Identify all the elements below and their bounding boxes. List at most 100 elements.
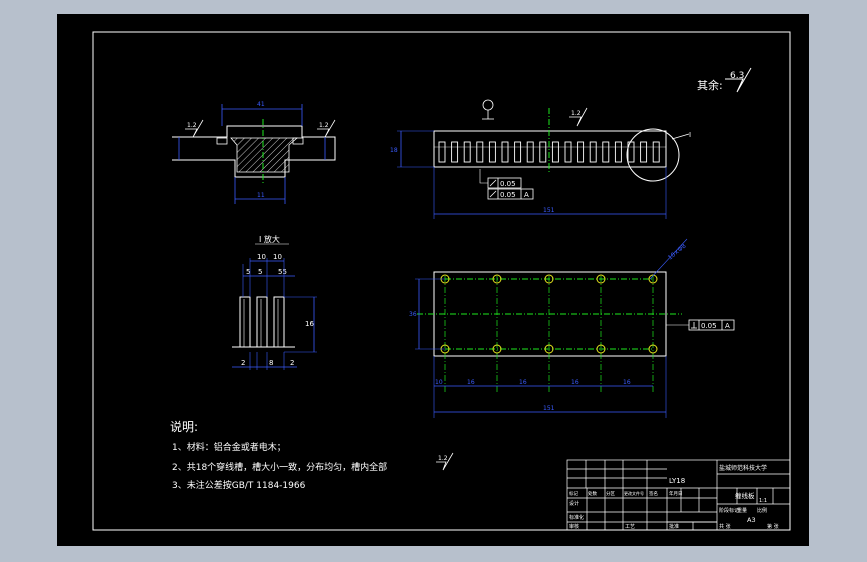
detail-dim-a: 10: [257, 253, 266, 261]
front-outline: [433, 130, 667, 168]
rough-right-value: 1.2: [319, 122, 329, 129]
tb-row-label-5: 年月日: [669, 490, 683, 497]
front-slot: [501, 141, 509, 163]
detail-dim-b: 10: [273, 253, 282, 261]
tb-scale: 1:1: [759, 498, 767, 504]
notes-item-1: 1、材料：铝合金或者电木；: [172, 443, 286, 453]
mounting-hole-icon: [648, 274, 658, 284]
front-slot: [539, 141, 547, 163]
tb-row-label-2: 分区: [606, 490, 615, 497]
notes-item-2: 2、共18个穿线槽，槽大小一致，分布均匀，槽内全部: [172, 463, 388, 473]
roughness-label: 其余:: [697, 78, 723, 92]
front-rough-icon: [569, 107, 588, 127]
roughness-symbol-icon: [725, 67, 752, 93]
top-datum: A: [725, 322, 730, 330]
front-slot: [589, 141, 597, 163]
mounting-hole-icon: [544, 274, 554, 284]
detail-dim-g: 8: [269, 359, 273, 367]
detail-dim-e: 55: [278, 268, 287, 276]
title-block: [566, 459, 791, 531]
rough-left-icon: [185, 119, 204, 138]
tb-weight: 重量: [737, 507, 747, 514]
mounting-hole-icon: [492, 274, 502, 284]
top-dim-seg: 16: [467, 379, 475, 386]
tol-leader: [479, 169, 488, 184]
rough-right-icon: [317, 119, 336, 138]
tb-role-2: 审核: [569, 523, 579, 530]
cad-drawing: 其余: 6.3 41 11 1.2 1.2: [92, 31, 791, 531]
top-dim-first: 10: [435, 379, 443, 386]
front-slot: [602, 141, 610, 163]
roughness-value: 6.3: [730, 71, 744, 81]
detail-circle: [626, 128, 680, 182]
detail-fin-3: [273, 296, 285, 348]
detail-dim-f: 2: [241, 359, 245, 367]
front-slot: [476, 141, 484, 163]
tb-misc-1: 第 张: [767, 523, 779, 530]
top-dim-length: 151: [543, 405, 555, 412]
detail-dim-h: 2: [290, 359, 294, 367]
rough-left-value: 1.2: [187, 122, 197, 129]
drawing-sheet: 其余: 6.3 41 11 1.2 1.2: [57, 14, 809, 546]
front-slot: [438, 141, 446, 163]
tb-scale-label: 比例: [757, 507, 767, 514]
detail-view: I 放大 10 10 5 5 55 16 2 8 2: [232, 234, 317, 370]
top-holes: [440, 274, 658, 392]
top-dim-seg: 16: [519, 379, 527, 386]
detail-dim-d: 5: [258, 268, 262, 276]
top-dim-width: 36: [409, 311, 417, 318]
notes-rough-icon: [436, 452, 454, 471]
detail-leader: [671, 133, 690, 140]
top-tolerance: 0.05: [701, 322, 717, 330]
tb-row-label-4: 签名: [649, 490, 658, 497]
detail-mark: I: [689, 131, 691, 139]
tolerance-2: 0.05: [500, 191, 516, 199]
section-outline: [172, 125, 336, 178]
tb-row-label-1: 处数: [588, 490, 597, 497]
tb-role-3: 工艺: [625, 524, 635, 530]
tb-code: LY18: [669, 477, 685, 485]
tb-misc-0: 共 张: [719, 523, 731, 530]
front-slot: [652, 141, 660, 163]
top-dim-seg: 16: [623, 379, 631, 386]
parallel-icon-2: [489, 190, 497, 198]
front-slot: [551, 141, 559, 163]
section-hatch: [230, 137, 299, 173]
tb-row-label-0: 标记: [569, 490, 578, 497]
hole-note: 10×Φ8: [667, 242, 688, 261]
mounting-hole-icon: [596, 274, 606, 284]
front-slot: [514, 141, 522, 163]
front-slot: [526, 141, 534, 163]
front-dim-height: 18: [390, 147, 398, 154]
tb-role-1: 标准化: [569, 514, 584, 521]
mounting-hole-icon: [648, 344, 658, 354]
hole-leader: [649, 238, 688, 280]
tb-stage: 阶段标记: [719, 507, 739, 514]
front-dim-length: 151: [543, 207, 555, 214]
front-rough-value: 1.2: [571, 110, 581, 117]
tb-role-4: 批准: [669, 523, 679, 530]
section-slot-left: [216, 137, 228, 145]
front-slot: [614, 141, 622, 163]
tb-role-0: 设计: [569, 500, 579, 507]
tb-outer: [566, 459, 791, 531]
notes-item-3: 3、未注公差按GB/T 1184-1966: [172, 481, 306, 491]
notes-title: 说明:: [170, 420, 199, 434]
front-slot: [488, 141, 496, 163]
detail-fin-2: [256, 296, 268, 348]
dim-bottom-label: 11: [257, 192, 265, 199]
front-slot: [627, 141, 635, 163]
dim-top-label: 41: [257, 101, 265, 108]
detail-dim-c: 5: [246, 268, 250, 276]
front-slot: [463, 141, 471, 163]
title-block-text: LY18 盐城师范科技大学 缠线板 A3 阶段标记 重量 比例 1:1 标记 处…: [569, 464, 779, 530]
detail-title: I 放大: [259, 234, 280, 244]
front-slots: [438, 141, 660, 163]
flat-frame: [688, 319, 735, 331]
front-view: I 1.2 0.05 0.05 A 151 18: [390, 99, 691, 219]
section-view: 41 11 1.2 1.2: [172, 101, 336, 204]
symmetry-icon: [482, 99, 494, 111]
mounting-hole-icon: [544, 344, 554, 354]
front-slot: [640, 141, 648, 163]
